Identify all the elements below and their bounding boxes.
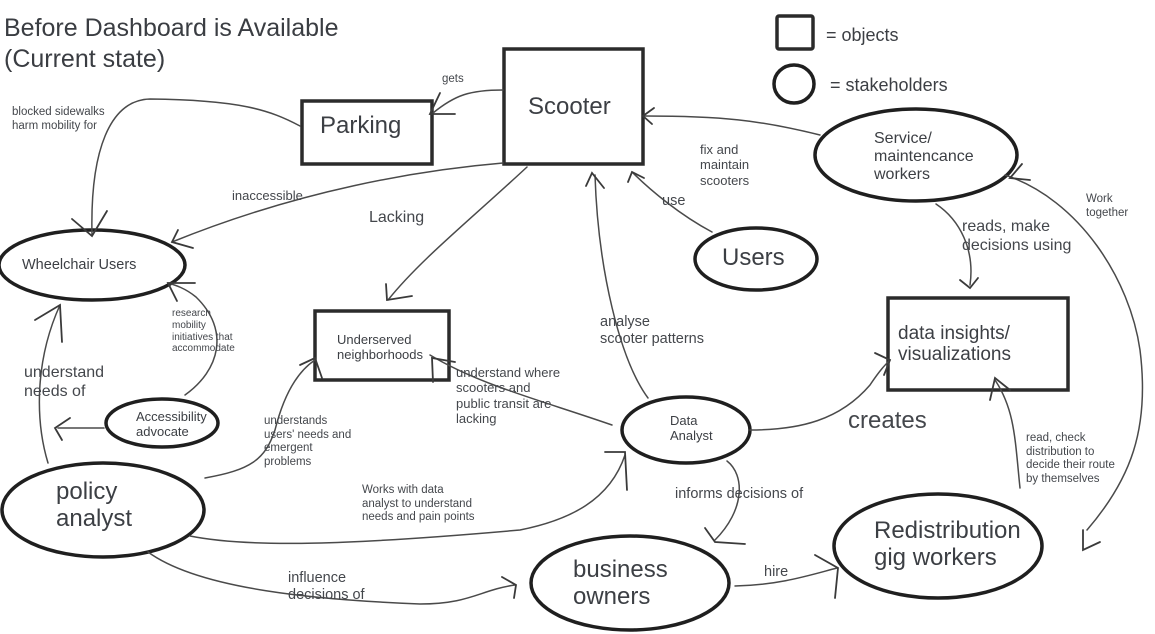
underserved-box	[313, 309, 451, 382]
page-title: Before Dashboard is Available (Current s…	[4, 14, 339, 73]
arrowhead-informs	[704, 527, 746, 545]
users-ellipse	[693, 226, 819, 292]
edge-understand-where	[429, 354, 613, 426]
users-label: Users	[722, 244, 785, 271]
edge-influence-decisions	[147, 551, 516, 605]
arrowhead-work-together-bottom	[1082, 529, 1101, 552]
edge-label-fix-maintain: fix and maintain scooters	[700, 142, 750, 188]
arrowhead-service-scooter	[641, 107, 655, 125]
edge-label-works-with: Works with data analyst to understand ne…	[362, 484, 475, 524]
arrowhead-hire	[814, 554, 839, 599]
service-workers-label: Service/ maintencance workers	[874, 130, 974, 183]
arrowhead-influence	[501, 576, 517, 599]
edge-label-informs: informs decisions of	[675, 486, 804, 502]
edge-label-blocked-sidewalks: blocked sidewalks harm mobility for	[12, 106, 105, 132]
edge-inaccessible	[171, 162, 504, 243]
arrowhead-work-together-top	[1008, 163, 1031, 181]
edge-read-check	[994, 379, 1021, 489]
legend-objects-label: = objects	[826, 25, 899, 45]
underserved-label: Underserved neighborhoods	[337, 332, 424, 362]
business-owners-label: business owners	[573, 556, 668, 610]
edge-works-with-data-analyst	[189, 454, 626, 545]
policy-analyst-label: policy analyst	[56, 478, 133, 532]
wheelchair-users-label: Wheelchair Users	[22, 257, 137, 273]
arrowhead-creates	[874, 352, 892, 376]
edge-use	[631, 171, 713, 233]
service-workers-ellipse	[813, 107, 1019, 203]
edge-label-use: use	[662, 193, 686, 209]
legend-square-icon	[775, 14, 815, 51]
accessibility-advocate-label: Accessibility advocate	[136, 409, 207, 439]
redistribution-gig-workers-label: Redistribution gig workers	[874, 517, 1021, 571]
edge-label-work-together: Work together	[1086, 193, 1129, 219]
edge-gets	[432, 89, 504, 114]
edge-label-lacking: Lacking	[369, 209, 425, 226]
edge-blocked-sidewalks	[91, 98, 301, 236]
parking-label: Parking	[320, 112, 402, 139]
edge-label-influence: influence decisions of	[288, 570, 365, 604]
arrowhead-works-with	[604, 451, 628, 491]
edge-service-to-scooter	[644, 115, 821, 136]
scooter-label: Scooter	[528, 93, 611, 120]
data-insights-label: data insights/ visualizations	[898, 323, 1011, 366]
arrowhead-understand-where	[431, 356, 456, 383]
arrowhead-advocate-policy	[53, 417, 71, 441]
edge-understand-needs	[38, 304, 61, 464]
arrowhead-blocked-sidewalks	[71, 210, 108, 238]
arrowhead-inaccessible	[170, 229, 194, 249]
arrowhead-use	[627, 170, 645, 183]
edge-reads-make	[935, 203, 972, 286]
redistribution-gig-workers-ellipse	[832, 492, 1044, 600]
edge-understands-users	[204, 359, 316, 479]
arrowhead-understand-needs	[34, 303, 63, 343]
legend-stakeholders-label: = stakeholders	[830, 75, 948, 95]
edge-analyse	[594, 174, 649, 399]
edge-label-research-mobility: research mobility initiatives that accom…	[172, 308, 235, 355]
data-insights-box	[886, 296, 1070, 392]
scooter-box	[502, 47, 645, 166]
edge-label-gets: gets	[442, 73, 464, 85]
edge-research-mobility	[167, 282, 218, 396]
legend-circle-icon	[772, 63, 816, 105]
edge-label-reads-make: reads, make decisions using	[962, 218, 1072, 254]
edge-label-read-check: read, check distribution to decide their…	[1026, 432, 1115, 485]
edge-hire	[734, 567, 838, 587]
edge-creates	[749, 359, 891, 431]
edge-label-analyse: analyse scooter patterns	[600, 314, 704, 348]
edge-label-understand-needs: understand needs of	[24, 364, 105, 400]
edge-informs-decisions	[714, 460, 741, 541]
edge-label-understands-users: understands users' needs and emergent pr…	[264, 415, 352, 468]
edge-label-creates: creates	[848, 407, 927, 434]
edge-label-inaccessible: inaccessible	[232, 188, 303, 203]
parking-box	[300, 99, 434, 166]
policy-analyst-ellipse	[0, 461, 206, 559]
business-owners-ellipse	[529, 534, 731, 632]
arrowhead-lacking	[385, 283, 413, 302]
data-analyst-label: Data Analyst	[670, 413, 713, 443]
arrowhead-gets	[428, 92, 456, 115]
accessibility-advocate-ellipse	[104, 397, 220, 449]
edge-work-together	[1004, 174, 1144, 531]
arrowhead-read-check	[989, 376, 1011, 401]
arrowhead-research	[166, 282, 196, 302]
edge-label-hire: hire	[764, 564, 789, 580]
edge-label-understand-where: understand where scooters and public tra…	[456, 365, 561, 426]
arrowhead-analyse	[585, 171, 605, 189]
edge-lacking	[387, 166, 528, 301]
arrowhead-understands-users	[299, 356, 323, 379]
arrowhead-reads-make	[959, 277, 979, 290]
